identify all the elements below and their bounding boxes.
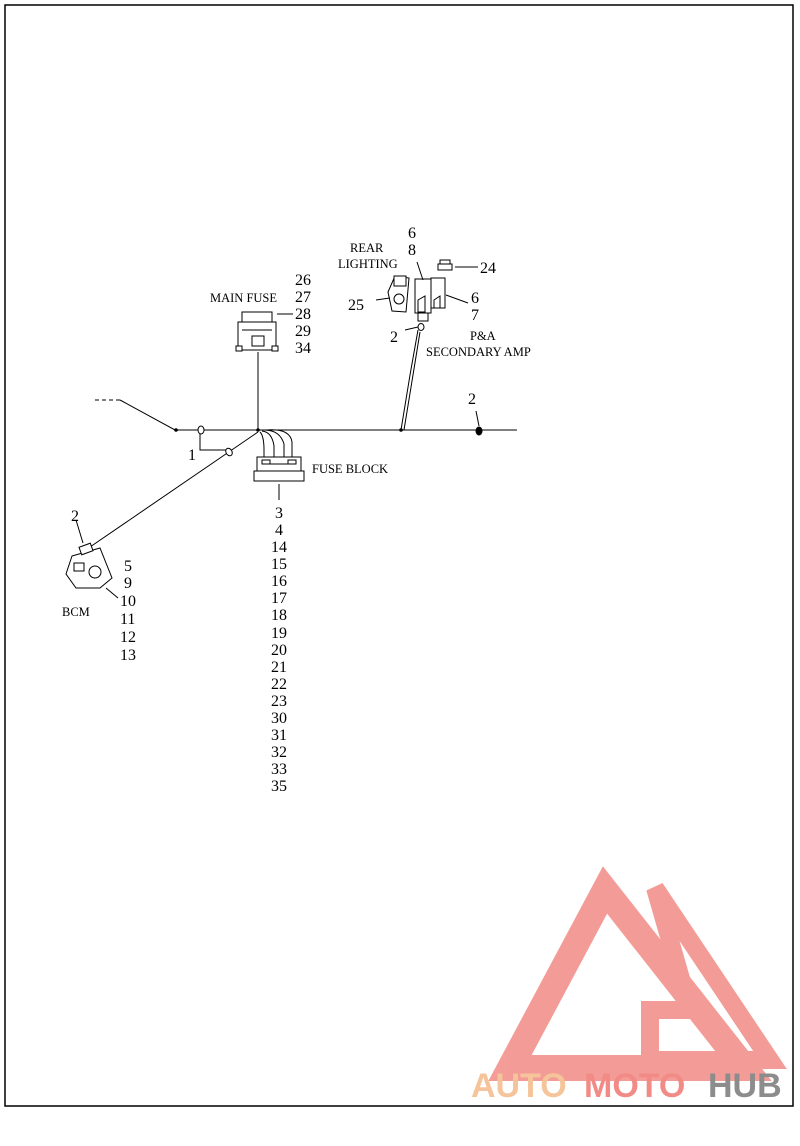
callout-number: 7 bbox=[471, 307, 479, 324]
callout-number: 31 bbox=[271, 727, 287, 744]
callout-number: 34 bbox=[295, 340, 311, 357]
callout-number: 14 bbox=[271, 539, 287, 556]
callout-number: 2 bbox=[71, 508, 79, 525]
watermark-text-hub: HUB bbox=[708, 1067, 782, 1105]
rear-lighting-connector bbox=[375, 275, 410, 313]
page-border bbox=[4, 4, 794, 1107]
callout-number: 21 bbox=[271, 659, 287, 676]
pa-label-line2: SECONDARY AMP bbox=[426, 345, 531, 359]
fuse-block-label: FUSE BLOCK bbox=[312, 462, 388, 476]
watermark-text: AUTO MOTO HUB bbox=[471, 1067, 782, 1105]
main-fuse-label: MAIN FUSE bbox=[210, 291, 277, 305]
callout-number: 6 bbox=[471, 290, 479, 307]
bcm-part bbox=[65, 519, 119, 599]
callout-number: 8 bbox=[408, 242, 416, 259]
fuse-block-part bbox=[253, 456, 305, 500]
callout-number: 5 bbox=[124, 558, 132, 575]
callout-number: 27 bbox=[295, 289, 311, 306]
callout-number: 10 bbox=[120, 593, 136, 610]
callout-number: 22 bbox=[271, 676, 287, 693]
callout-number: 28 bbox=[295, 306, 311, 323]
rear-lighting-label-line1: REAR bbox=[350, 241, 384, 255]
callout-number: 32 bbox=[271, 744, 287, 761]
bcm-label: BCM bbox=[62, 605, 90, 619]
callout-number: 13 bbox=[120, 647, 136, 664]
ground-clip-right bbox=[475, 410, 483, 436]
callout-number: 4 bbox=[275, 522, 283, 539]
callout-number: 11 bbox=[120, 611, 135, 628]
fuse-block-callouts: 3 4 14 15 16 17 18 19 20 21 22 23 30 31 … bbox=[271, 505, 287, 795]
callout-number: 12 bbox=[120, 629, 136, 646]
ground-clip-left bbox=[197, 425, 233, 457]
callout-number: 9 bbox=[124, 575, 132, 592]
callout-number: 23 bbox=[271, 693, 287, 710]
callout-number: 33 bbox=[271, 761, 287, 778]
callout-number: 18 bbox=[271, 607, 287, 624]
bcm-callouts: 5 9 10 11 12 13 bbox=[120, 558, 136, 664]
callout-number: 25 bbox=[348, 297, 364, 314]
callout-number: 17 bbox=[271, 590, 287, 607]
callout-number: 16 bbox=[271, 573, 287, 590]
callout-number: 15 bbox=[271, 556, 287, 573]
main-fuse-part bbox=[235, 311, 293, 352]
callout-number: 24 bbox=[480, 260, 496, 277]
pa-secondary-amp-connector bbox=[404, 261, 469, 331]
callout-number: 19 bbox=[271, 625, 287, 642]
callout-number: 2 bbox=[468, 391, 476, 408]
callout-number: 1 bbox=[188, 447, 196, 464]
harness-trunk bbox=[89, 329, 517, 548]
callout-number: 26 bbox=[295, 272, 311, 289]
callout-number: 35 bbox=[271, 778, 287, 795]
watermark-logo bbox=[488, 866, 787, 1081]
callout-number: 30 bbox=[271, 710, 287, 727]
callout-number: 3 bbox=[275, 505, 283, 522]
pa-label-line1: P&A bbox=[470, 329, 496, 343]
rear-lighting-label-line2: LIGHTING bbox=[338, 257, 398, 271]
watermark-text-moto: MOTO bbox=[584, 1067, 685, 1105]
callout-number: 20 bbox=[271, 642, 287, 659]
watermark-text-auto: AUTO bbox=[471, 1067, 567, 1105]
main-fuse-callouts: 26 27 28 29 34 bbox=[295, 272, 311, 357]
callout-number: 2 bbox=[390, 329, 398, 346]
cap-part bbox=[437, 259, 478, 271]
callout-number: 6 bbox=[408, 225, 416, 242]
callout-number: 29 bbox=[295, 323, 311, 340]
